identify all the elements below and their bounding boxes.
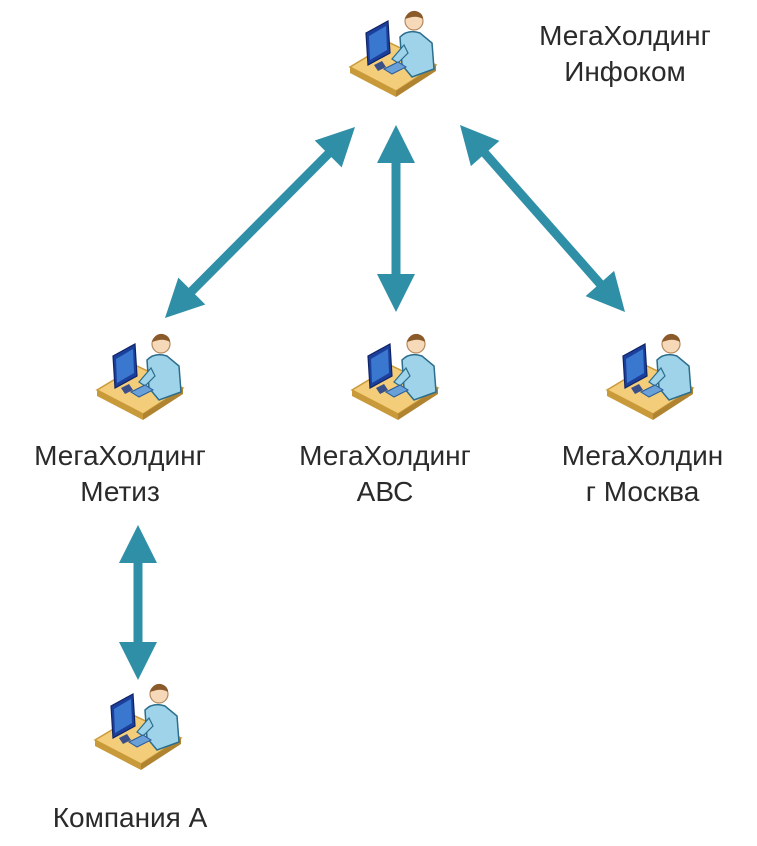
edge-infokom-moskva — [460, 125, 625, 312]
connections — [119, 125, 625, 680]
node-label-line1: МегаХолдинг — [34, 440, 206, 471]
node-label-company-a: Компания А — [20, 800, 240, 836]
arrow-head-end — [119, 642, 157, 680]
node-label-metiz: МегаХолдинг Метиз — [0, 438, 240, 510]
arrow-head-start — [377, 125, 415, 163]
node-label-line1: МегаХолдин — [561, 440, 724, 471]
workstation-user-icon — [605, 333, 695, 420]
node-label-line2: Инфоком — [564, 56, 686, 87]
workstation-user-icon — [350, 333, 440, 420]
edge-infokom-abc — [377, 125, 415, 312]
edge-infokom-metiz — [165, 127, 355, 318]
arrow-head-end — [165, 277, 206, 318]
workstation-user-icon — [93, 683, 183, 770]
node-label-line2: г Москва — [585, 476, 700, 507]
arrow-head-start — [119, 525, 157, 563]
node-label-line1: Компания А — [52, 802, 208, 833]
workstations — [93, 10, 695, 770]
node-label-line1: МегаХолдинг — [539, 20, 711, 51]
node-label-line1: МегаХолдинг — [299, 440, 471, 471]
node-label-line2: Метиз — [80, 476, 160, 507]
workstation-user-icon — [348, 10, 438, 97]
arrow-head-start — [314, 127, 355, 168]
node-label-moskva: МегаХолдин г Москва — [530, 438, 755, 510]
arrow-shaft — [479, 147, 606, 290]
node-label-line2: АВС — [356, 476, 414, 507]
arrow-shaft — [185, 148, 335, 297]
node-label-infokom: МегаХолдинг Инфоком — [500, 18, 750, 90]
edge-metiz-company-a — [119, 525, 157, 680]
arrow-head-end — [585, 270, 625, 312]
arrow-head-start — [460, 125, 500, 167]
node-label-abc: МегаХолдинг АВС — [260, 438, 510, 510]
workstation-user-icon — [95, 333, 185, 420]
arrow-head-end — [377, 274, 415, 312]
